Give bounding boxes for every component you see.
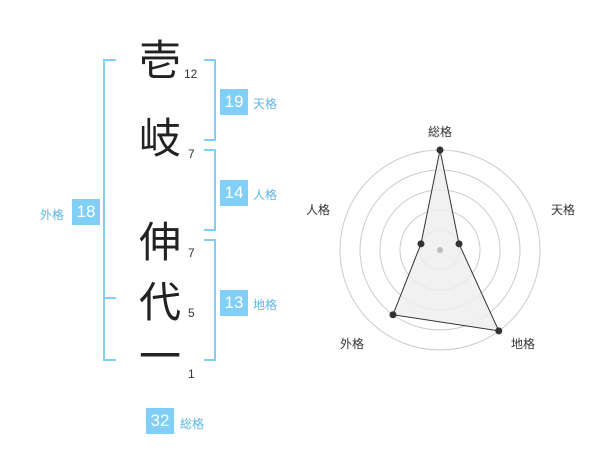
radar-label-bottom-right: 地格 (510, 337, 535, 351)
chikaku-label: 地格 (253, 298, 278, 312)
radar-polygon (392, 149, 500, 332)
name-char-1: 壱 (138, 36, 181, 85)
name-char-4: 代 (138, 278, 181, 327)
gaikaku-label: 外格 (40, 208, 65, 222)
radar-label-left: 人格 (305, 203, 330, 217)
chikaku-bracket (204, 239, 216, 361)
stroke-count-4: 5 (188, 306, 195, 320)
radar-point-soukaku (436, 146, 444, 154)
jinkaku-badge: 14 (220, 180, 248, 206)
outer-bracket (103, 59, 116, 361)
radar-point-tenkaku (455, 240, 463, 248)
name-char-2: 岐 (138, 114, 181, 163)
stroke-count-5: 1 (188, 367, 195, 381)
radar-label-bottom-left: 外格 (339, 337, 364, 351)
radar-point-chikaku (495, 327, 503, 335)
gaikaku-badge: 18 (72, 199, 100, 225)
stroke-count-3: 7 (188, 246, 195, 260)
radar-point-jinkaku (417, 240, 425, 248)
radar-point-gaikaku (389, 311, 397, 319)
tenkaku-badge: 19 (220, 89, 248, 115)
stroke-count-1: 12 (184, 67, 198, 81)
radar-center (437, 247, 443, 253)
soukaku-badge: 32 (146, 408, 174, 434)
tenkaku-label: 天格 (253, 97, 278, 111)
chikaku-badge: 13 (220, 290, 248, 316)
radar-label-top: 総格 (427, 125, 452, 139)
stroke-count-2: 7 (188, 147, 195, 161)
jinkaku-bracket (204, 149, 216, 231)
tenkaku-bracket (204, 59, 216, 141)
name-char-3: 伸 (138, 218, 181, 267)
radar-label-right: 天格 (550, 203, 575, 217)
soukaku-label: 総格 (180, 417, 205, 431)
jinkaku-label: 人格 (253, 188, 278, 202)
name-char-5: 一 (138, 332, 181, 381)
